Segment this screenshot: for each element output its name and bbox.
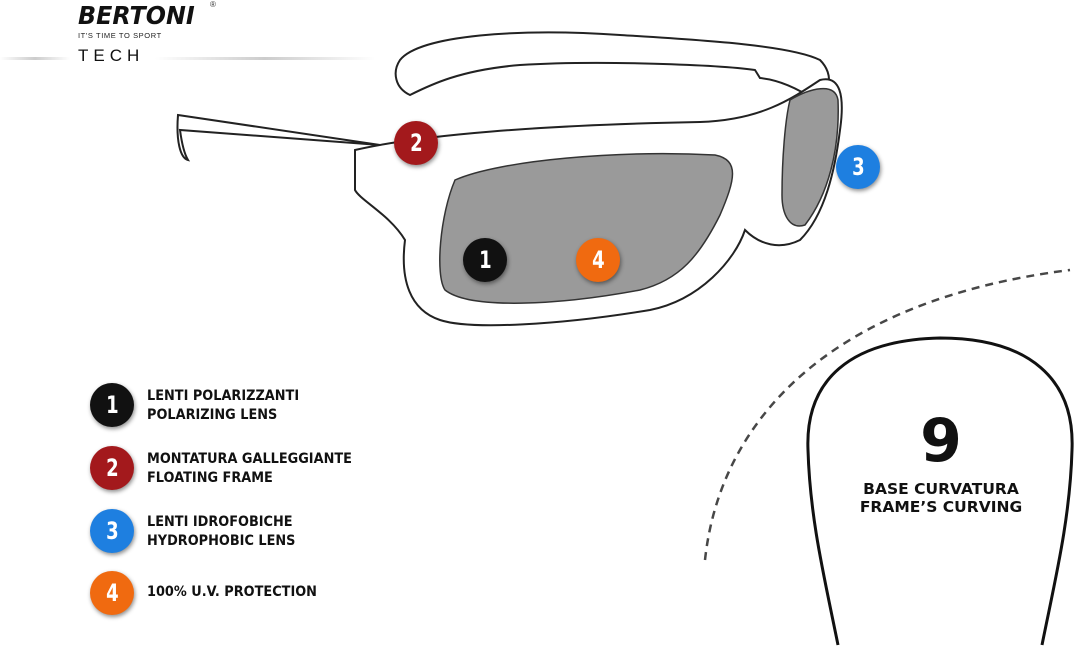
brand-tagline: IT'S TIME TO SPORT	[78, 31, 162, 40]
legend-badge-1: 1	[90, 383, 134, 427]
marker-hydrophobic-lens: 3	[836, 145, 880, 189]
marker-polarizing-lens: 1	[463, 238, 507, 282]
legend-item-3: LENTI IDROFOBICHE HYDROPHOBIC LENS	[147, 513, 295, 551]
legend-item-4: 100% U.V. PROTECTION	[147, 583, 317, 602]
legend-item-1: LENTI POLARIZZANTI POLARIZING LENS	[147, 387, 299, 425]
lens-right	[781, 87, 839, 227]
curvature-value: 9	[920, 406, 962, 476]
legend-label-en: HYDROPHOBIC LENS	[147, 533, 296, 549]
registered-mark: ®	[210, 0, 216, 9]
legend-item-2: MONTATURA GALLEGGIANTE FLOATING FRAME	[147, 450, 352, 488]
legend-label-en: FLOATING FRAME	[147, 470, 273, 486]
far-temple	[394, 31, 830, 102]
legend-label-it: LENTI POLARIZZANTI	[147, 388, 300, 404]
legend-label-it: MONTATURA GALLEGGIANTE	[147, 451, 352, 467]
legend-badge-4: 4	[90, 571, 134, 615]
legend-label-it: LENTI IDROFOBICHE	[147, 514, 293, 530]
brand-logo: BERTONI	[78, 1, 195, 30]
marker-uv-protection: 4	[576, 238, 620, 282]
curvature-label-it: BASE CURVATURA	[863, 480, 1019, 498]
curvature-label-en: FRAME’S CURVING	[859, 498, 1023, 516]
curvature-dashed-arc	[703, 268, 1071, 561]
divider-left	[0, 57, 70, 60]
curvature-frame-outline	[806, 336, 1074, 646]
near-temple	[176, 113, 381, 162]
legend-badge-3: 3	[90, 509, 134, 553]
divider-right	[155, 57, 375, 60]
legend-badge-2: 2	[90, 446, 134, 490]
legend-label: 100% U.V. PROTECTION	[147, 584, 317, 600]
section-title: TECH	[78, 46, 145, 65]
marker-floating-frame: 2	[394, 121, 438, 165]
lens-left	[439, 152, 734, 304]
legend-label-en: POLARIZING LENS	[147, 407, 278, 423]
